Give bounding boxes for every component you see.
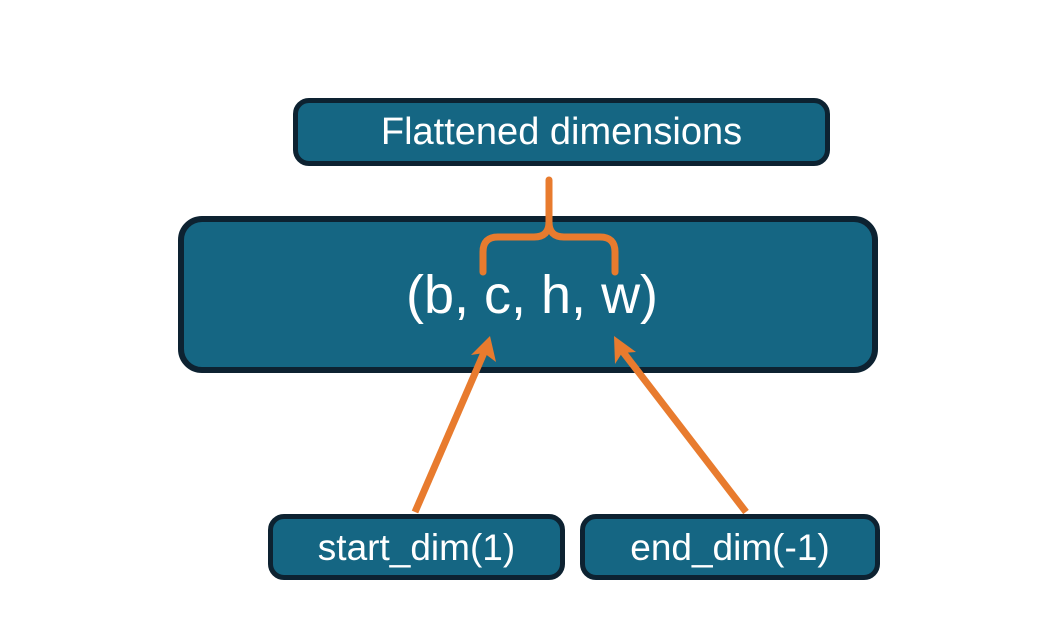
tensor-shape-node: (b, c, h, w) bbox=[178, 216, 878, 373]
end-dim-label: end_dim(-1) bbox=[630, 526, 830, 568]
end-dim-node: end_dim(-1) bbox=[580, 514, 880, 580]
flattened-dimensions-node: Flattened dimensions bbox=[293, 98, 830, 166]
start-dim-node: start_dim(1) bbox=[268, 514, 565, 580]
start-dim-label: start_dim(1) bbox=[317, 526, 516, 568]
tensor-shape-label: (b, c, h, w) bbox=[406, 264, 659, 325]
flattened-dimensions-label: Flattened dimensions bbox=[380, 111, 743, 153]
